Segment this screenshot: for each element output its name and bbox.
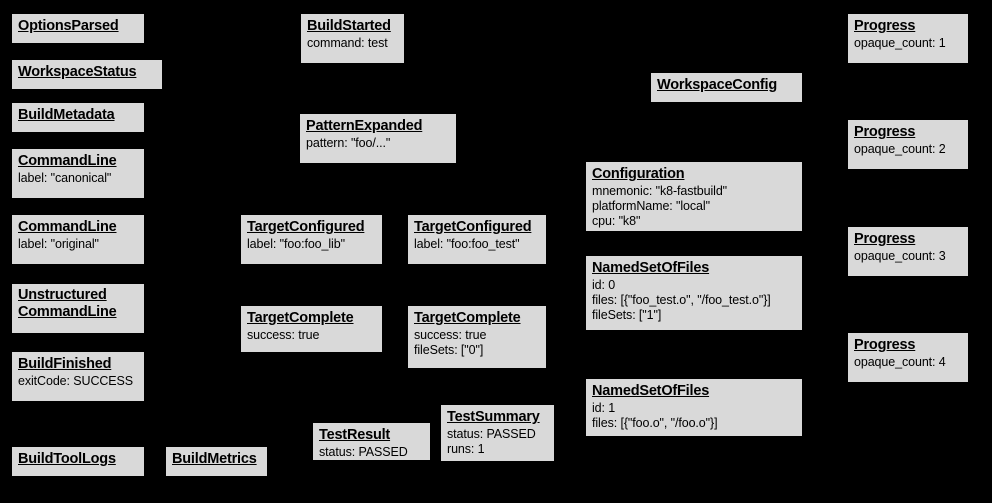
node-workspace-config[interactable]: WorkspaceConfig bbox=[650, 72, 803, 103]
node-field: status: PASSED bbox=[319, 445, 408, 460]
node-field: label: "foo:foo_test" bbox=[414, 237, 520, 252]
node-title: Unstructured CommandLine bbox=[18, 287, 117, 321]
node-field: cpu: "k8" bbox=[592, 213, 641, 228]
node-title: CommandLine bbox=[18, 153, 117, 169]
node-title: TestResult bbox=[319, 427, 391, 443]
node-title: TargetComplete bbox=[414, 310, 521, 326]
node-field: mnemonic: "k8-fastbuild" bbox=[592, 184, 728, 199]
node-target-configured-foo-test[interactable]: TargetConfigured label: "foo:foo_test" bbox=[407, 214, 547, 265]
node-test-result[interactable]: TestResult status: PASSED bbox=[312, 422, 431, 461]
node-pattern-expanded[interactable]: PatternExpanded pattern: "foo/..." bbox=[299, 113, 457, 164]
node-build-finished[interactable]: BuildFinished exitCode: SUCCESS bbox=[11, 351, 145, 402]
node-fields: command: test bbox=[307, 36, 398, 51]
node-workspace-status[interactable]: WorkspaceStatus bbox=[11, 59, 163, 90]
node-field: label: "original" bbox=[18, 237, 99, 252]
node-title: Progress bbox=[854, 18, 916, 34]
node-field: status: PASSED bbox=[447, 427, 536, 442]
node-fields: label: "canonical" bbox=[18, 171, 138, 186]
node-fields: opaque_count: 4 bbox=[854, 355, 962, 370]
node-field: opaque_count: 1 bbox=[854, 36, 946, 51]
node-field: id: 1 bbox=[592, 401, 616, 416]
node-title: TargetConfigured bbox=[414, 219, 532, 235]
node-fields: mnemonic: "k8-fastbuild"platformName: "l… bbox=[592, 184, 796, 228]
node-field: opaque_count: 4 bbox=[854, 355, 946, 370]
node-title: Progress bbox=[854, 337, 916, 353]
node-title: BuildFinished bbox=[18, 356, 112, 372]
node-field: fileSets: ["1"] bbox=[592, 307, 662, 322]
node-field: id: 0 bbox=[592, 278, 616, 293]
node-target-complete-foo-lib[interactable]: TargetComplete success: true bbox=[240, 305, 383, 353]
node-field: label: "canonical" bbox=[18, 171, 112, 186]
node-title: WorkspaceConfig bbox=[657, 77, 778, 93]
node-title: TargetConfigured bbox=[247, 219, 365, 235]
node-configuration[interactable]: Configuration mnemonic: "k8-fastbuild"pla… bbox=[585, 161, 803, 232]
node-title: Progress bbox=[854, 231, 916, 247]
node-title: NamedSetOfFiles bbox=[592, 383, 710, 399]
node-build-metadata[interactable]: BuildMetadata bbox=[11, 102, 145, 133]
node-field: runs: 1 bbox=[447, 441, 485, 456]
node-title: TestSummary bbox=[447, 409, 540, 425]
node-field: success: true bbox=[414, 328, 487, 343]
node-field: files: [{"foo_test.o", "/foo_test.o"}] bbox=[592, 292, 771, 307]
node-fields: exitCode: SUCCESS bbox=[18, 374, 138, 389]
node-title: CommandLine bbox=[18, 219, 117, 235]
node-title: TargetComplete bbox=[247, 310, 354, 326]
node-title: NamedSetOfFiles bbox=[592, 260, 710, 276]
node-fields: label: "foo:foo_test" bbox=[414, 237, 540, 252]
node-progress-2[interactable]: Progress opaque_count: 2 bbox=[847, 119, 969, 170]
node-title: WorkspaceStatus bbox=[18, 64, 137, 80]
node-title: BuildMetrics bbox=[172, 451, 257, 467]
node-build-tool-logs[interactable]: BuildToolLogs bbox=[11, 446, 145, 477]
node-progress-3[interactable]: Progress opaque_count: 3 bbox=[847, 226, 969, 277]
node-fields: label: "foo:foo_lib" bbox=[247, 237, 376, 252]
node-field: platformName: "local" bbox=[592, 198, 710, 213]
node-unstructured-command-line[interactable]: Unstructured CommandLine bbox=[11, 283, 145, 334]
node-command-line-original[interactable]: CommandLine label: "original" bbox=[11, 214, 145, 265]
node-command-line-canonical[interactable]: CommandLine label: "canonical" bbox=[11, 148, 145, 199]
node-fields: status: PASSED bbox=[319, 445, 424, 460]
node-field: opaque_count: 3 bbox=[854, 249, 946, 264]
node-title: OptionsParsed bbox=[18, 18, 119, 34]
node-build-started[interactable]: BuildStarted command: test bbox=[300, 13, 405, 64]
node-title: BuildStarted bbox=[307, 18, 391, 34]
node-field: command: test bbox=[307, 36, 388, 51]
node-title: BuildMetadata bbox=[18, 107, 115, 123]
node-options-parsed[interactable]: OptionsParsed bbox=[11, 13, 145, 44]
node-fields: opaque_count: 3 bbox=[854, 249, 962, 264]
node-field: fileSets: ["0"] bbox=[414, 342, 484, 357]
node-fields: success: true bbox=[247, 328, 376, 343]
node-title: BuildToolLogs bbox=[18, 451, 116, 467]
node-fields: opaque_count: 2 bbox=[854, 142, 962, 157]
node-field: files: [{"foo.o", "/foo.o"}] bbox=[592, 415, 718, 430]
node-title: Configuration bbox=[592, 166, 685, 182]
node-fields: pattern: "foo/..." bbox=[306, 136, 450, 151]
node-title: Progress bbox=[854, 124, 916, 140]
node-title: PatternExpanded bbox=[306, 118, 423, 134]
node-field: exitCode: SUCCESS bbox=[18, 374, 134, 389]
node-field: label: "foo:foo_lib" bbox=[247, 237, 345, 252]
node-field: success: true bbox=[247, 328, 320, 343]
node-build-metrics[interactable]: BuildMetrics bbox=[165, 446, 268, 477]
node-field: opaque_count: 2 bbox=[854, 142, 946, 157]
node-fields: opaque_count: 1 bbox=[854, 36, 962, 51]
node-progress-1[interactable]: Progress opaque_count: 1 bbox=[847, 13, 969, 64]
node-fields: label: "original" bbox=[18, 237, 138, 252]
node-target-configured-foo-lib[interactable]: TargetConfigured label: "foo:foo_lib" bbox=[240, 214, 383, 265]
node-progress-4[interactable]: Progress opaque_count: 4 bbox=[847, 332, 969, 383]
node-field: pattern: "foo/..." bbox=[306, 136, 391, 151]
